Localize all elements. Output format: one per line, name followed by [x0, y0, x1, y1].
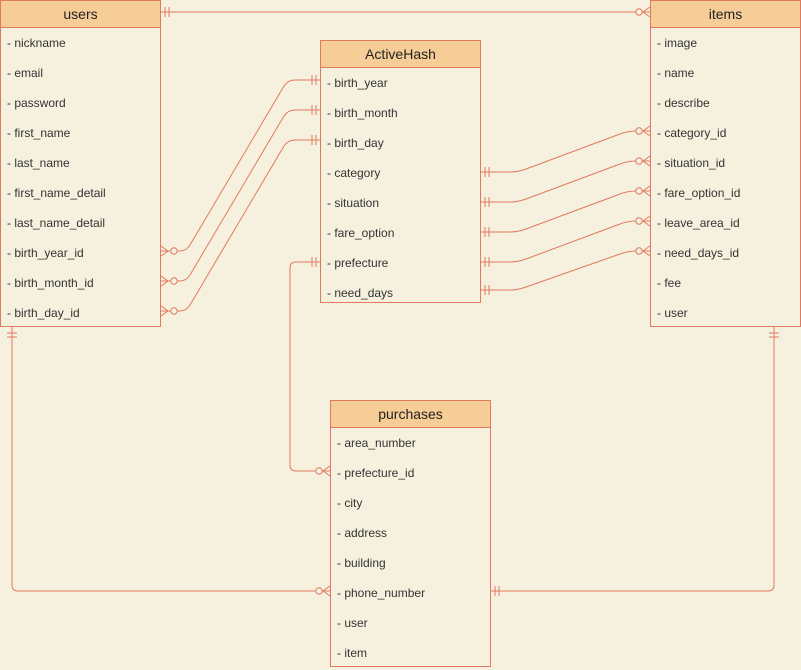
items-attr-category-id: - category_id — [657, 126, 727, 140]
items-attr-situation-id: - situation_id — [657, 156, 726, 170]
purchases-attr-building: - building — [337, 556, 386, 570]
rel-need-days — [481, 245, 651, 295]
users-attr-first-name: - first_name — [7, 126, 71, 140]
items-attr-name: - name — [657, 66, 695, 80]
rel-users-items — [161, 6, 651, 18]
rel-items-purchases — [491, 327, 779, 596]
users-attr-email: - email — [7, 66, 44, 80]
activehash-table[interactable]: ActiveHash - birth_year - birth_month - … — [320, 40, 481, 303]
items-attr-fare-option-id: - fare_option_id — [657, 186, 741, 200]
rel-situation — [481, 155, 651, 207]
rel-leave-area — [481, 215, 651, 267]
items-title: items — [651, 1, 800, 28]
rel-birth-month — [160, 105, 320, 287]
activehash-attr-fare-option: - fare_option — [327, 226, 395, 240]
items-table[interactable]: items - image - name - describe - catego… — [650, 0, 801, 327]
users-title: users — [1, 1, 160, 28]
users-attr-first-name-detail: - first_name_detail — [7, 186, 106, 200]
purchases-attr-city: - city — [337, 496, 363, 510]
items-attr-leave-area-id: - leave_area_id — [657, 216, 740, 230]
users-attr-birth-day-id: - birth_day_id — [7, 306, 80, 320]
rel-prefecture-purchases — [289, 257, 331, 477]
activehash-attr-situation: - situation — [327, 196, 380, 210]
purchases-attr-area-number: - area_number — [337, 436, 416, 450]
activehash-attr-birth-month: - birth_month — [327, 106, 398, 120]
activehash-attr-category: - category — [327, 166, 381, 180]
items-attr-describe: - describe — [657, 96, 710, 110]
rel-users-purchases — [7, 327, 331, 597]
users-table[interactable]: users - nickname - email - password - fi… — [0, 0, 161, 327]
activehash-title: ActiveHash — [321, 41, 480, 68]
users-attr-last-name: - last_name — [7, 156, 70, 170]
rel-birth-day — [160, 135, 320, 317]
purchases-attr-prefecture-id: - prefecture_id — [337, 466, 415, 480]
items-attr-fee: - fee — [657, 276, 682, 290]
purchases-attr-phone-number: - phone_number — [337, 586, 426, 600]
purchases-attr-item: - item — [337, 646, 367, 660]
activehash-attr-birth-day: - birth_day — [327, 136, 384, 150]
purchases-attr-address: - address — [337, 526, 388, 540]
rel-birth-year — [160, 75, 320, 257]
users-attr-nickname: - nickname — [7, 36, 66, 50]
items-attr-image: - image — [657, 36, 698, 50]
users-attr-password: - password — [7, 96, 66, 110]
activehash-attr-birth-year: - birth_year — [327, 76, 388, 90]
users-attr-birth-year-id: - birth_year_id — [7, 246, 84, 260]
items-attr-need-days-id: - need_days_id — [657, 246, 740, 260]
items-attr-user: - user — [657, 306, 688, 320]
purchases-table[interactable]: purchases - area_number - prefecture_id … — [330, 400, 491, 667]
purchases-attr-user: - user — [337, 616, 368, 630]
users-attr-birth-month-id: - birth_month_id — [7, 276, 94, 290]
users-attr-last-name-detail: - last_name_detail — [7, 216, 106, 230]
activehash-attr-prefecture: - prefecture — [327, 256, 389, 270]
purchases-title: purchases — [331, 401, 490, 428]
rel-fare-option — [481, 185, 651, 237]
activehash-attr-need-days: - need_days — [327, 286, 394, 300]
rel-category — [481, 125, 651, 177]
